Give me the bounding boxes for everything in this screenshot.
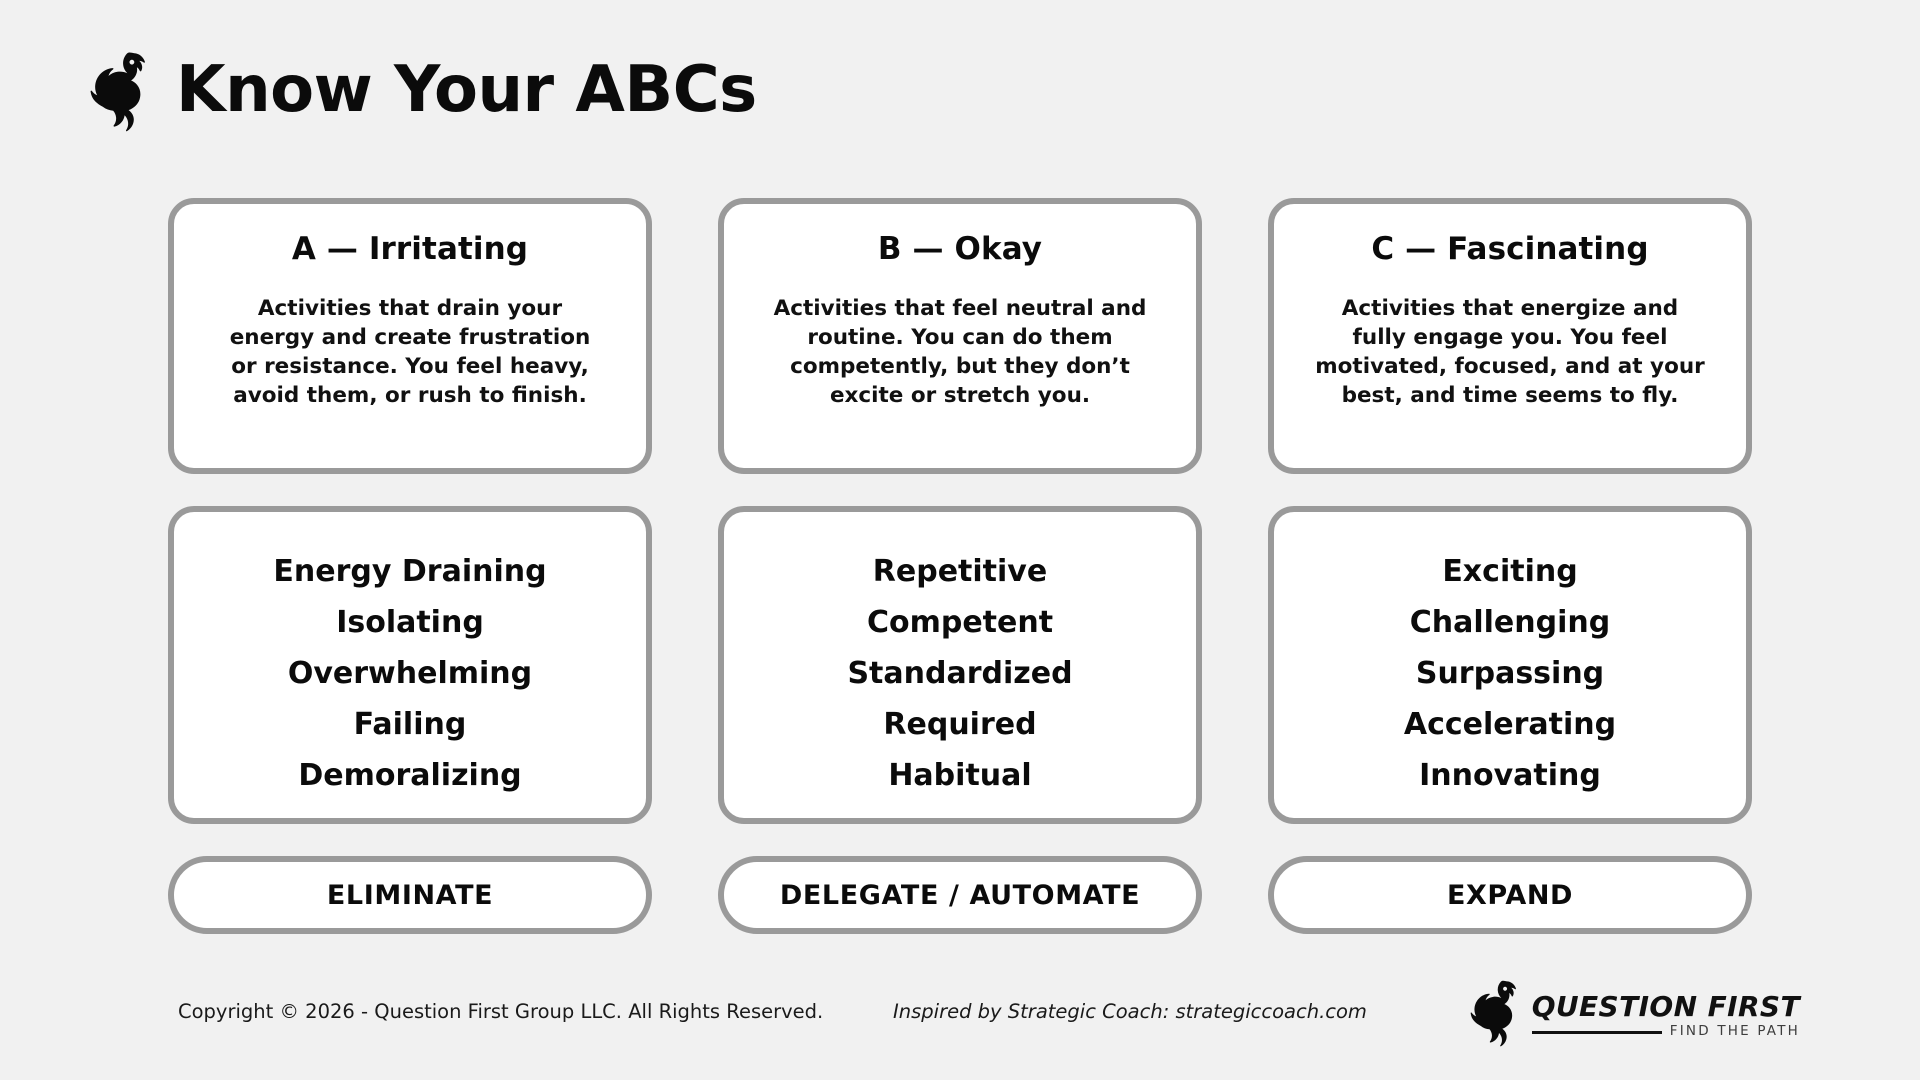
copyright-text: Copyright © 2026 - Question First Group … — [178, 1000, 824, 1023]
list-item: Habitual — [888, 758, 1032, 793]
list-item: Exciting — [1442, 554, 1578, 589]
word-list-card-b: Repetitive Competent Standardized Requir… — [718, 506, 1202, 824]
card-heading-b: B — Okay — [877, 231, 1043, 267]
list-item: Overwhelming — [287, 656, 533, 691]
list-item: Demoralizing — [298, 758, 522, 793]
logo-name: QUESTION FIRST — [1531, 990, 1800, 1024]
page-title: Know Your ABCs — [176, 53, 757, 127]
card-description-c: Activities that energize and fully engag… — [1315, 296, 1705, 409]
question-first-logo: QUESTION FIRST FIND THE PATH — [1470, 977, 1800, 1047]
column-b: B — Okay Activities that feel neutral an… — [718, 198, 1202, 934]
list-item: Standardized — [847, 656, 1073, 691]
card-description-a: Activities that drain your energy and cr… — [229, 296, 591, 409]
logo-rule: FIND THE PATH — [1531, 1023, 1800, 1040]
list-item: Failing — [353, 707, 467, 742]
list-item: Surpassing — [1415, 656, 1605, 691]
inspiration-credit: Inspired by Strategic Coach: strategicco… — [893, 1000, 1367, 1023]
phoenix-bird-logo-icon — [90, 52, 145, 132]
action-pill-b[interactable]: DELEGATE / AUTOMATE — [718, 856, 1202, 934]
list-item: Competent — [866, 605, 1054, 640]
action-pill-c[interactable]: EXPAND — [1268, 856, 1752, 934]
logo-tagline: FIND THE PATH — [1669, 1023, 1800, 1040]
definition-card-b: B — Okay Activities that feel neutral an… — [718, 198, 1202, 474]
logo-wordmark: QUESTION FIRST FIND THE PATH — [1531, 985, 1800, 1040]
action-pill-label-c: EXPAND — [1446, 879, 1574, 911]
word-list-card-a: Energy Draining Isolating Overwhelming F… — [168, 506, 652, 824]
card-heading-a: A — Irritating — [291, 231, 529, 267]
action-pill-label-a: ELIMINATE — [326, 879, 494, 911]
card-description-b: Activities that feel neutral and routine… — [773, 296, 1147, 409]
action-pill-a[interactable]: ELIMINATE — [168, 856, 652, 934]
list-item: Challenging — [1409, 605, 1611, 640]
card-heading-c: C — Fascinating — [1371, 231, 1649, 267]
action-pill-label-b: DELEGATE / AUTOMATE — [779, 879, 1141, 911]
column-a: A — Irritating Activities that drain you… — [168, 198, 652, 934]
list-item: Repetitive — [872, 554, 1048, 589]
definition-card-a: A — Irritating Activities that drain you… — [168, 198, 652, 474]
column-c: C — Fascinating Activities that energize… — [1268, 198, 1752, 934]
abc-grid: A — Irritating Activities that drain you… — [168, 198, 1752, 934]
list-item: Energy Draining — [273, 554, 547, 589]
logo-divider-line — [1531, 1030, 1662, 1034]
list-item: Isolating — [336, 605, 484, 640]
list-item: Accelerating — [1403, 707, 1617, 742]
list-item: Innovating — [1419, 758, 1601, 793]
list-item: Required — [883, 707, 1037, 742]
page-footer: Copyright © 2026 - Question First Group … — [0, 980, 1920, 1080]
phoenix-bird-logo-icon — [1470, 980, 1516, 1047]
word-list-card-c: Exciting Challenging Surpassing Accelera… — [1268, 506, 1752, 824]
definition-card-c: C — Fascinating Activities that energize… — [1268, 198, 1752, 474]
page-header: Know Your ABCs — [90, 48, 757, 132]
